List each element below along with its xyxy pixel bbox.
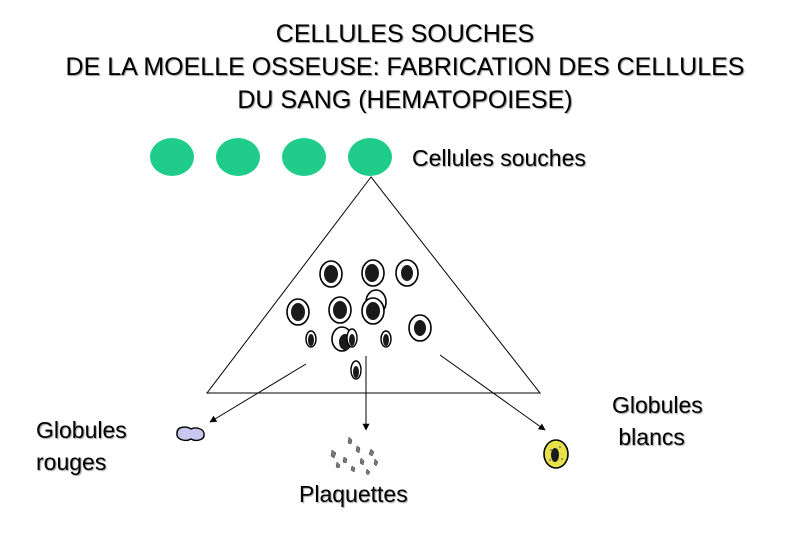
white-blood-cell: [543, 439, 569, 469]
platelet: [347, 436, 353, 445]
platelet: [359, 457, 365, 466]
red-blood-cell: [176, 426, 205, 442]
platelet: [368, 448, 375, 457]
arrow-to-red-cells: [209, 363, 307, 423]
platelets-cluster: [330, 436, 379, 476]
platelet: [365, 468, 371, 476]
precursor-cell: [395, 259, 419, 287]
precursor-cell: [331, 326, 353, 352]
precursor-cell: [286, 298, 310, 326]
page-title: CELLULES SOUCHES DE LA MOELLE OSSEUSE: F…: [0, 18, 810, 117]
platelet: [342, 456, 348, 464]
stem-cell: [348, 138, 392, 176]
differentiation-triangle: [205, 176, 542, 394]
title-line-2: DE LA MOELLE OSSEUSE: FABRICATION DES CE…: [65, 53, 745, 81]
platelet: [350, 465, 356, 473]
platelets-label: Plaquettes: [299, 481, 408, 507]
stem-cells-label: Cellules souches: [412, 145, 586, 171]
precursor-cells: [286, 259, 432, 380]
platelet: [335, 461, 341, 469]
precursor-cell: [319, 260, 343, 288]
platelet: [355, 445, 361, 454]
precursor-cell: [361, 297, 385, 325]
title-line-3: DU SANG (HEMATOPOIESE): [237, 86, 573, 114]
white-cells-label-line-2: blancs: [612, 424, 685, 450]
precursor-cell: [328, 296, 352, 324]
precursor-cell: [361, 259, 385, 287]
stem-cell: [216, 138, 260, 176]
white-cells-label: Globules blancs: [612, 389, 703, 453]
red-cells-label: Globules rouges: [36, 414, 127, 478]
red-cells-label-line-2: rouges: [36, 449, 107, 475]
platelet: [330, 449, 337, 459]
white-cells-label-line-1: Globules: [612, 392, 703, 418]
precursor-cell: [380, 330, 392, 348]
precursor-cell: [346, 328, 358, 348]
stem-cells-row: [150, 138, 392, 176]
precursor-cell: [408, 314, 432, 342]
precursor-cell: [350, 360, 362, 380]
stem-cell: [150, 138, 194, 176]
precursor-cell: [305, 330, 317, 348]
arrow-to-white-cells: [439, 354, 546, 431]
red-cells-label-line-1: Globules: [36, 417, 127, 443]
stem-cell: [282, 138, 326, 176]
platelet: [373, 458, 379, 467]
title-line-1: CELLULES SOUCHES: [275, 20, 535, 48]
